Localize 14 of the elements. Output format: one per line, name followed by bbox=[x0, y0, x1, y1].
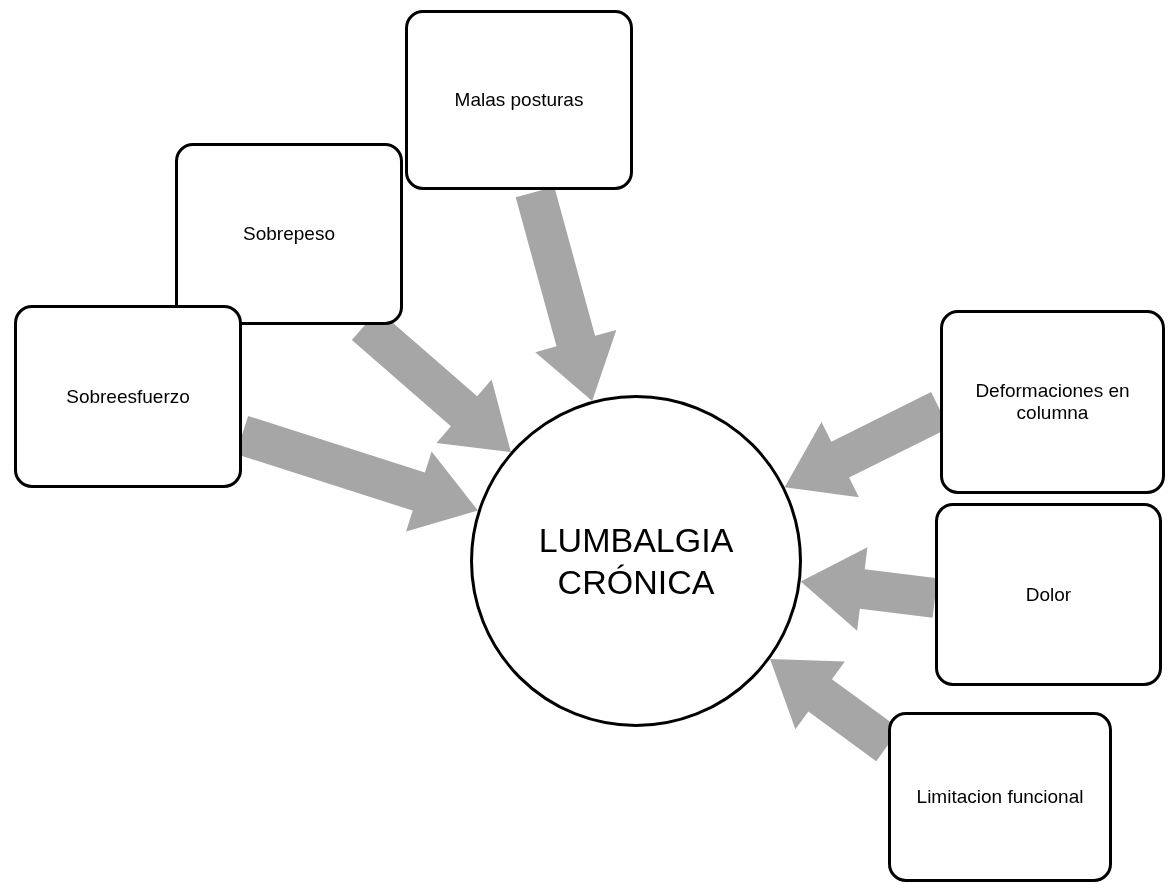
rounded-box bbox=[405, 10, 633, 190]
rounded-box bbox=[940, 310, 1165, 494]
block-arrow bbox=[800, 547, 938, 631]
rounded-box bbox=[888, 712, 1112, 882]
node-label: Dolor bbox=[1024, 583, 1073, 606]
node-label: Deformaciones en columna bbox=[974, 380, 1131, 424]
rounded-box bbox=[175, 143, 403, 325]
node-label: Sobreesfuerzo bbox=[65, 385, 191, 408]
node-label: Malas posturas bbox=[453, 89, 585, 111]
node-label: Sobrepeso bbox=[242, 223, 336, 245]
node-label: LUMBALGIA CRÓNICA bbox=[537, 519, 735, 603]
rounded-box bbox=[935, 503, 1162, 686]
rounded-box bbox=[14, 305, 242, 488]
node-label: Limitacion funcional bbox=[915, 786, 1085, 808]
